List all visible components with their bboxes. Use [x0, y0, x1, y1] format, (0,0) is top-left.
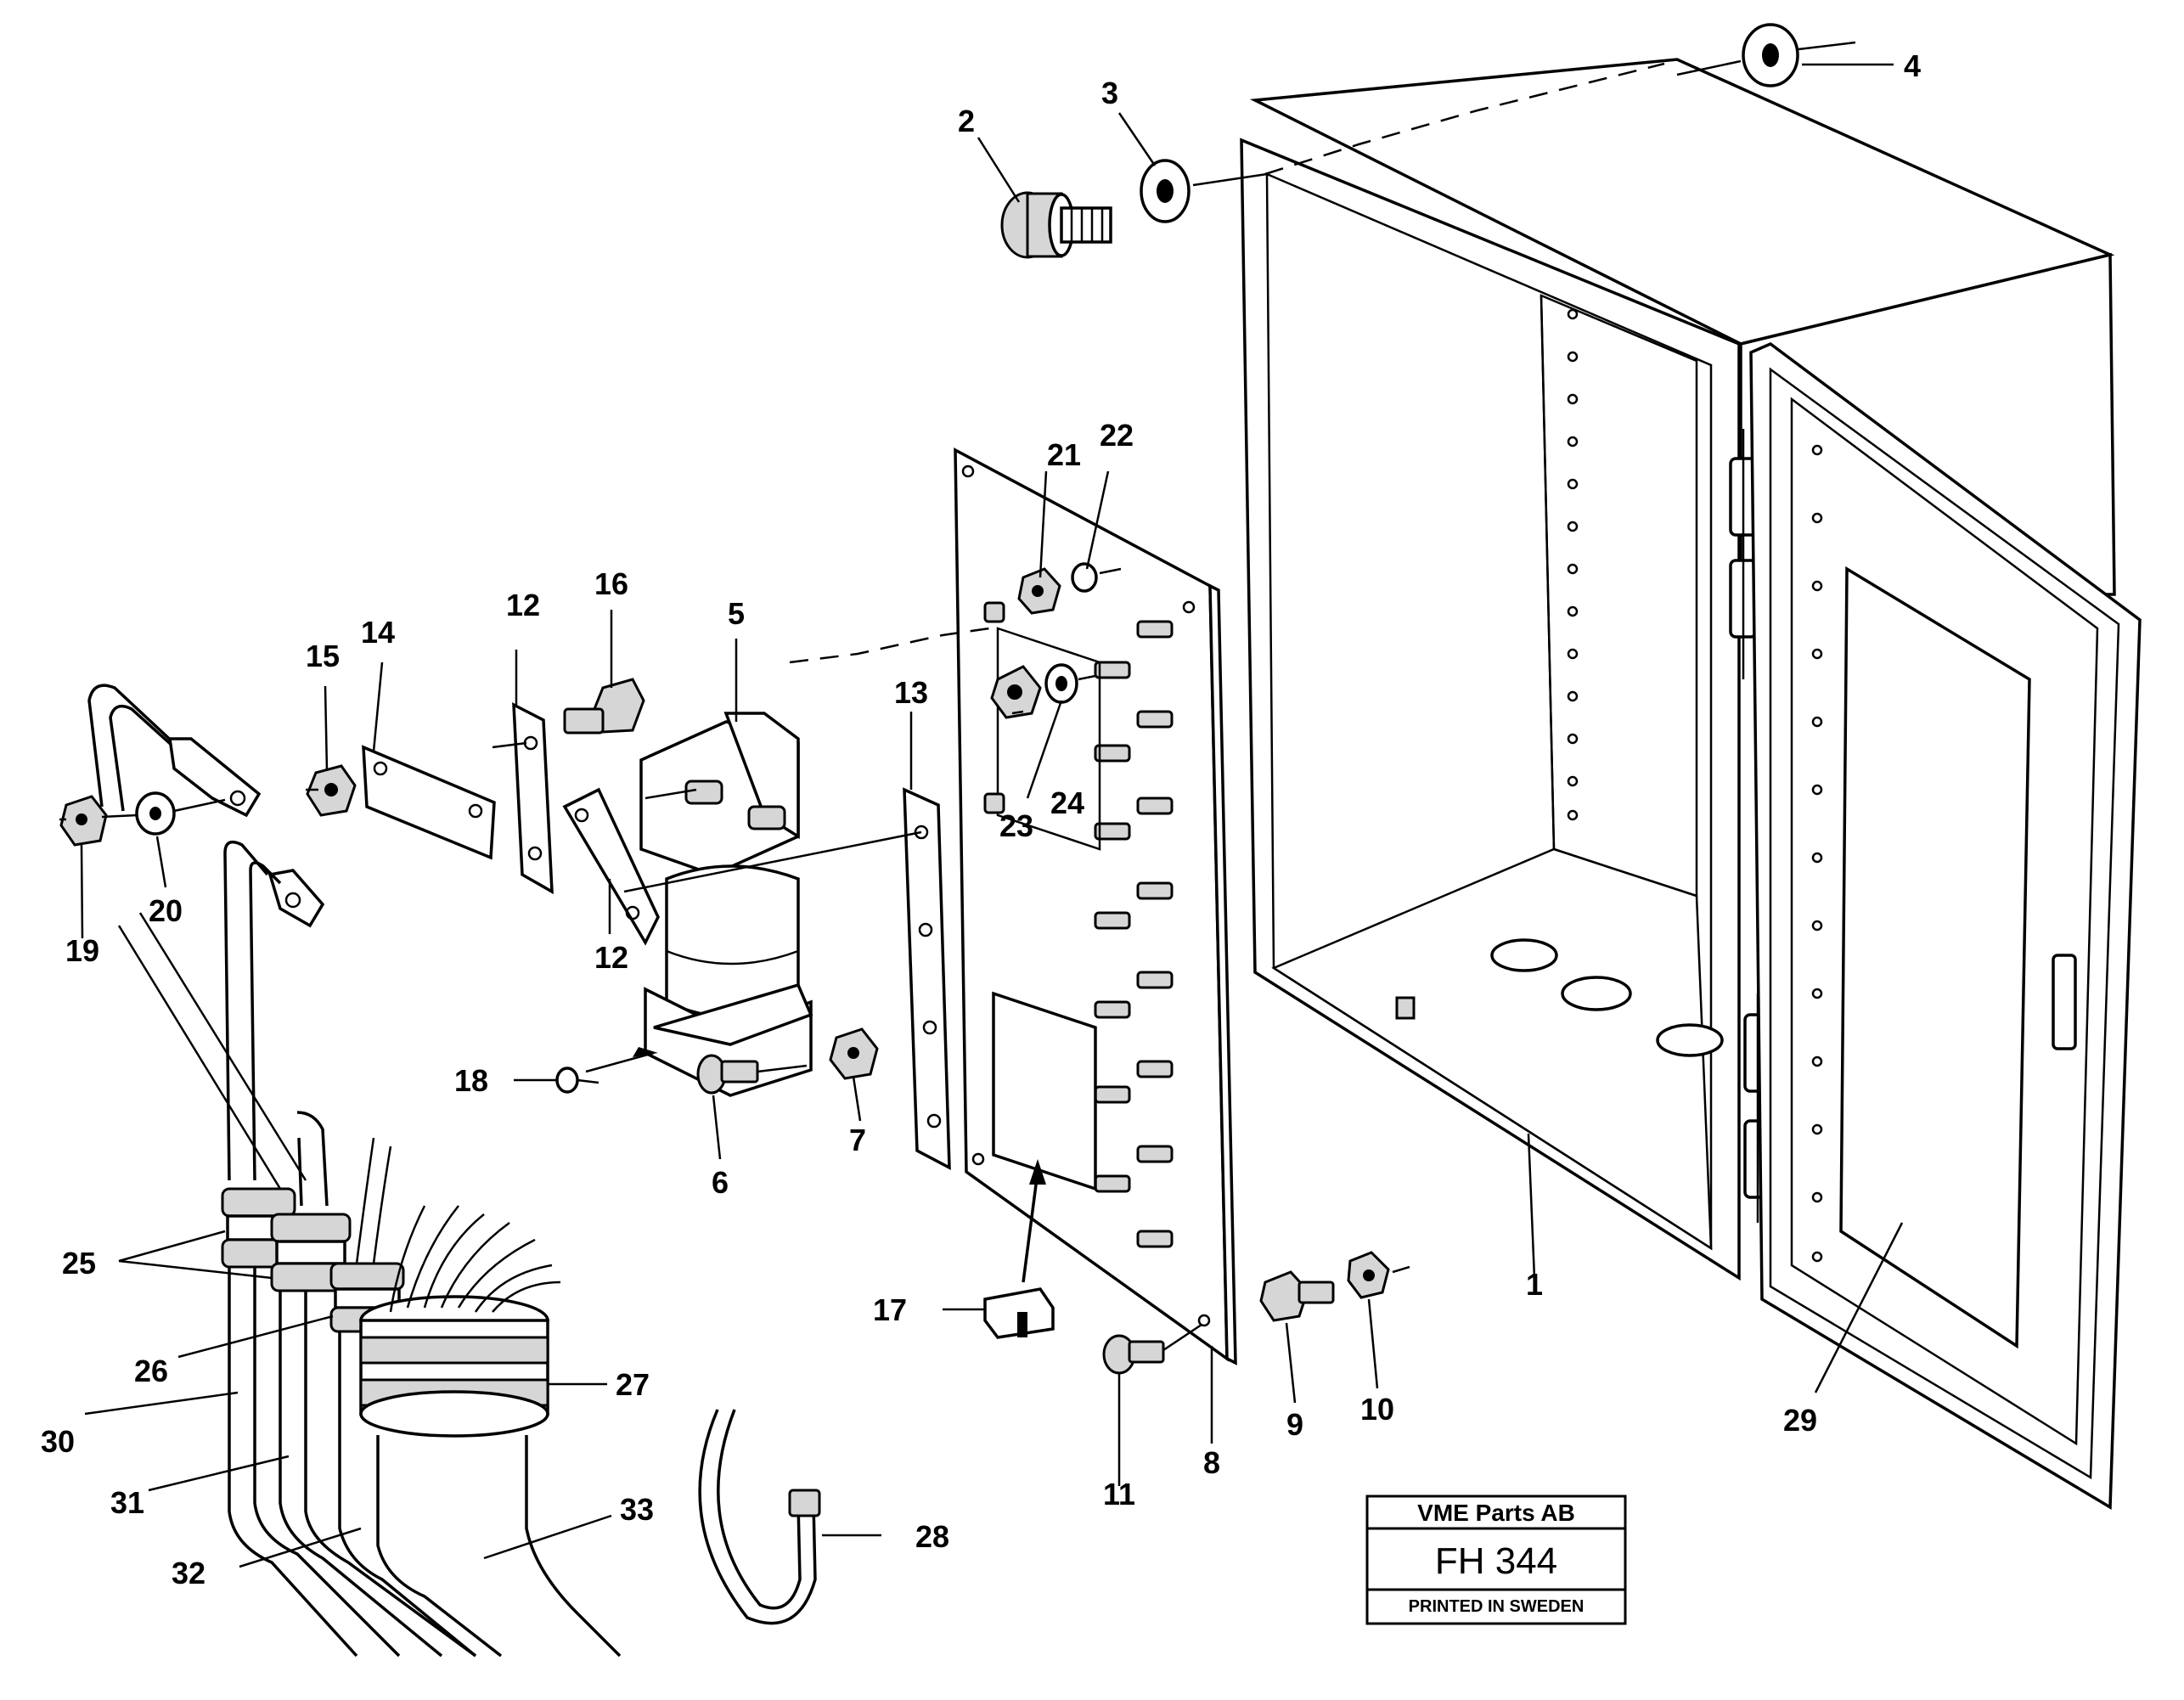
callout-22: 22 — [1100, 418, 1134, 453]
callout-4: 4 — [1904, 48, 1921, 83]
pin-18 — [555, 1067, 599, 1094]
washer-22 — [1071, 562, 1098, 593]
callout-11: 11 — [1103, 1477, 1135, 1511]
washer-23 — [1044, 663, 1078, 704]
plate-12-lower — [562, 787, 660, 946]
callout-28: 28 — [915, 1519, 949, 1554]
callout-17: 17 — [873, 1292, 907, 1327]
screw-9 — [1259, 1270, 1335, 1322]
nut-24 — [990, 665, 1042, 719]
callout-19: 19 — [65, 933, 99, 968]
callout-20: 20 — [149, 893, 183, 928]
callout-29: 29 — [1783, 1403, 1817, 1438]
screw-2 — [1000, 191, 1112, 259]
callout-24: 24 — [1050, 785, 1084, 820]
callout-1: 1 — [1526, 1267, 1543, 1302]
fuse-17 — [983, 1287, 1055, 1339]
callout-16: 16 — [594, 566, 628, 601]
nut-7 — [829, 1027, 879, 1080]
cable-assembly — [59, 684, 622, 1658]
printed-in-label: PRINTED IN SWEDEN — [1409, 1597, 1585, 1616]
callout-23: 23 — [999, 808, 1033, 843]
callout-18: 18 — [454, 1063, 488, 1098]
title-block: VME Parts AB FH 344 PRINTED IN SWEDEN — [1365, 1495, 1627, 1625]
callout-2: 2 — [958, 104, 975, 138]
callout-6: 6 — [712, 1165, 729, 1200]
callout-33: 33 — [620, 1492, 654, 1527]
company-name: VME Parts AB — [1417, 1500, 1575, 1526]
door-holes — [1811, 444, 1823, 1263]
callout-21: 21 — [1047, 437, 1081, 472]
callout-8: 8 — [1203, 1445, 1220, 1480]
callout-27: 27 — [616, 1367, 650, 1402]
callout-15: 15 — [306, 639, 340, 673]
callout-32: 32 — [172, 1556, 205, 1590]
callout-25: 25 — [62, 1246, 96, 1281]
cabinet-door — [1749, 341, 2142, 1511]
callout-12a: 12 — [506, 588, 540, 622]
washer-4 — [1742, 23, 1799, 87]
callout-5: 5 — [728, 596, 745, 631]
plate-13 — [903, 787, 951, 1170]
callout-10: 10 — [1360, 1392, 1394, 1427]
nut-21 — [1017, 567, 1061, 615]
part-callouts: 1 2 3 4 5 6 7 8 9 10 11 12 12 13 14 15 1… — [41, 48, 1921, 1590]
callout-13: 13 — [894, 675, 928, 710]
nut-10 — [1347, 1251, 1390, 1299]
door-latch — [2052, 954, 2077, 1050]
washer-3 — [1140, 159, 1191, 223]
relay-bracket-5 — [639, 712, 813, 1097]
bolt-16 — [563, 678, 645, 735]
callout-3: 3 — [1101, 76, 1118, 110]
drawing-code: FH 344 — [1435, 1540, 1557, 1582]
callout-12b: 12 — [594, 940, 628, 975]
nut-15 — [306, 764, 357, 817]
plate-12-upper — [512, 702, 554, 895]
screw-11 — [1102, 1334, 1165, 1375]
callout-26: 26 — [134, 1354, 168, 1388]
callout-7: 7 — [849, 1123, 866, 1157]
side-rail-holes — [1567, 308, 1579, 821]
cable-tie-28 — [698, 1409, 821, 1625]
leader-lines — [80, 63, 1904, 1568]
callout-31: 31 — [110, 1485, 144, 1520]
callout-14: 14 — [361, 615, 395, 650]
mounting-plate — [954, 448, 1237, 1365]
terminal-studs — [1094, 620, 1174, 1248]
callout-9: 9 — [1286, 1407, 1303, 1442]
callout-30: 30 — [41, 1424, 75, 1459]
plate-14 — [362, 745, 496, 860]
